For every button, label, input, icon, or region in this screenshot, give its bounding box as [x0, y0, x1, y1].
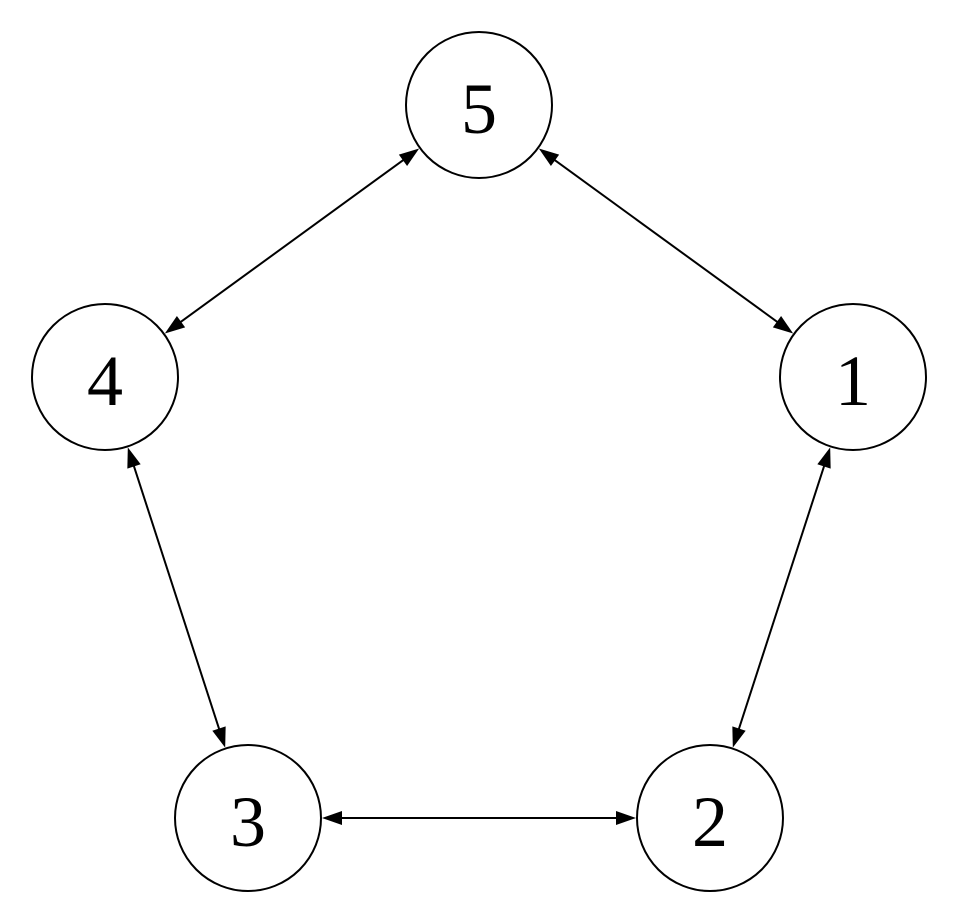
edge-4-5-line	[177, 157, 407, 325]
edge-3-4	[127, 447, 226, 748]
edge-3-4-arrowhead-to-3	[212, 726, 226, 748]
edge-5-1-line	[551, 157, 781, 325]
edge-1-2	[732, 447, 831, 748]
node-3: 3	[174, 744, 322, 892]
node-2-label: 2	[692, 782, 728, 862]
edge-5-1-arrowhead-to-1	[772, 316, 794, 334]
node-1-circle	[779, 303, 927, 451]
node-5: 5	[405, 31, 553, 179]
edge-2-3-arrowhead-to-2	[616, 811, 636, 825]
node-5-circle	[405, 31, 553, 179]
edge-1-2-arrowhead-to-2	[732, 726, 746, 748]
edge-2-3-arrowhead-to-3	[322, 811, 342, 825]
edge-4-5-arrowhead-to-5	[398, 148, 420, 166]
edge-2-3	[322, 811, 636, 825]
node-5-label: 5	[461, 69, 497, 149]
edge-4-5	[164, 148, 420, 334]
edge-3-4-arrowhead-to-4	[127, 447, 141, 469]
node-4-label: 4	[87, 341, 123, 421]
edge-1-2-line	[736, 462, 827, 733]
node-4-circle	[31, 303, 179, 451]
node-1: 1	[779, 303, 927, 451]
nodes-layer: 1 2 3 4 5	[31, 31, 927, 892]
edge-5-1-arrowhead-to-5	[538, 148, 560, 166]
node-3-circle	[174, 744, 322, 892]
node-2: 2	[636, 744, 784, 892]
edge-5-1	[538, 148, 794, 334]
edge-4-5-arrowhead-to-4	[164, 316, 186, 334]
node-2-circle	[636, 744, 784, 892]
edge-3-4-line	[131, 462, 222, 733]
node-3-label: 3	[230, 782, 266, 862]
node-4: 4	[31, 303, 179, 451]
node-1-label: 1	[835, 341, 871, 421]
edges-layer	[127, 148, 831, 825]
edge-1-2-arrowhead-to-1	[817, 447, 831, 469]
